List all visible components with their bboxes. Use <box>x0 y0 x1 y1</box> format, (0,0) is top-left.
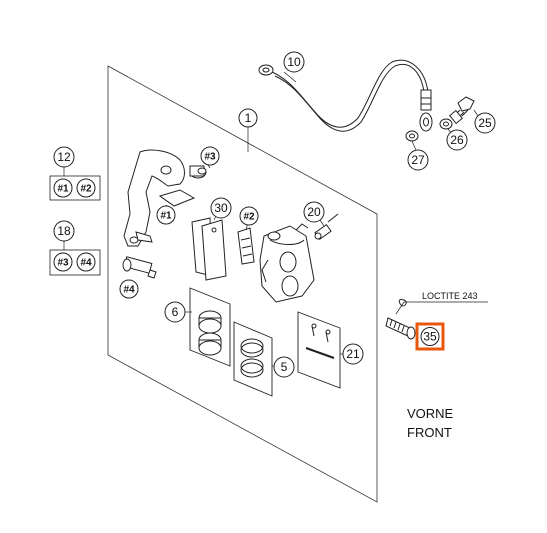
callout-25-label: 25 <box>478 116 492 130</box>
callout-6[interactable]: 6 <box>164 301 186 323</box>
brake-caliper-part <box>259 223 315 303</box>
spring-plate-part <box>158 189 196 207</box>
callout-6-label: 6 <box>172 305 179 319</box>
bush-part <box>189 165 207 179</box>
callout-5-label: 5 <box>281 360 288 374</box>
callout-21-label: 21 <box>346 347 360 361</box>
callout-anti-rattle[interactable]: #2 <box>239 206 259 226</box>
callout-10[interactable]: 10 <box>283 51 305 73</box>
caliper-support-bracket <box>123 149 185 247</box>
kit-18-group: 18 #3 #4 <box>49 220 101 276</box>
callout-20[interactable]: 20 <box>303 201 325 223</box>
callout-guide-pin-label: #4 <box>123 285 135 296</box>
callout-bush-label: #3 <box>204 152 216 163</box>
seal-kit-box <box>233 321 273 397</box>
loctite-note: LOCTITE 243 <box>422 291 478 301</box>
callout-5[interactable]: 5 <box>273 356 295 378</box>
callout-20-label: 20 <box>307 205 321 219</box>
orientation-label-en: FRONT <box>407 425 452 440</box>
callout-30[interactable]: 30 <box>210 197 232 219</box>
callout-bush[interactable]: #3 <box>200 146 220 166</box>
pin-kit-box <box>297 311 341 389</box>
callout-27[interactable]: 27 <box>407 149 429 171</box>
anti-rattle-plate-part <box>237 227 255 265</box>
callout-spring-plate[interactable]: #1 <box>156 205 176 225</box>
kit-12-item-b: #2 <box>80 184 92 195</box>
callout-18[interactable]: 18 <box>53 220 75 242</box>
callout-26-label: 26 <box>450 133 464 147</box>
callout-12-label: 12 <box>57 150 71 164</box>
callout-26[interactable]: 26 <box>446 129 468 151</box>
callout-35-highlighted[interactable]: 35 <box>415 322 445 351</box>
callout-spring-plate-label: #1 <box>160 211 172 222</box>
washer-26-part <box>439 118 453 130</box>
brake-line <box>258 59 433 132</box>
washer-27-part <box>405 130 419 142</box>
callout-25[interactable]: 25 <box>474 112 496 134</box>
piston-kit-box <box>189 287 231 367</box>
callout-27-label: 27 <box>411 153 425 167</box>
callout-18-label: 18 <box>57 224 71 238</box>
callout-guide-pin[interactable]: #4 <box>119 279 139 299</box>
callout-1[interactable]: 1 <box>238 108 258 128</box>
kit-18-item-b: #4 <box>80 258 92 269</box>
callout-21[interactable]: 21 <box>342 343 364 365</box>
callout-10-label: 10 <box>287 55 301 69</box>
assembly-panel <box>107 65 378 503</box>
kit-18-item-a: #3 <box>57 258 69 269</box>
callout-30-label: 30 <box>214 201 228 215</box>
banjo-bolt-part <box>449 96 475 125</box>
guide-pin-part <box>122 256 157 279</box>
callout-anti-rattle-label: #2 <box>243 212 255 223</box>
orientation-label-de: VORNE <box>407 406 454 421</box>
kit-12-item-a: #1 <box>57 184 69 195</box>
callout-12[interactable]: 12 <box>53 146 75 168</box>
kit-12-group: 12 #1 #2 <box>49 146 101 201</box>
brake-pads-part <box>191 217 227 281</box>
callout-1-label: 1 <box>245 111 252 125</box>
screw-part <box>385 299 416 340</box>
bleeder-valve-part <box>314 213 339 240</box>
callout-35-label: 35 <box>423 330 437 344</box>
